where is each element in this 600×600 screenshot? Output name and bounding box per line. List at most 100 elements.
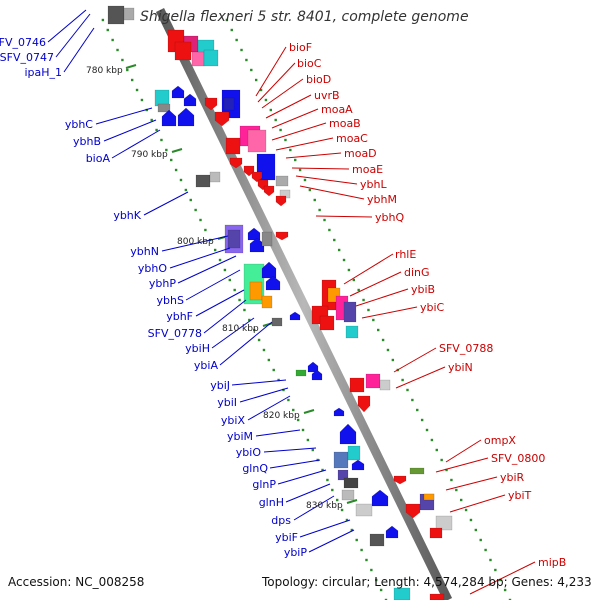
leader-line (361, 306, 418, 319)
scale-dot (230, 28, 233, 32)
gene-label-moaE[interactable]: moaE (352, 163, 383, 176)
gene-label-bioA[interactable]: bioA (86, 152, 111, 165)
scale-dot (101, 18, 105, 22)
gene-label-mipB[interactable]: mipB (538, 556, 566, 569)
gene-label-moaD[interactable]: moaD (344, 147, 377, 160)
gene-label-ybhQ[interactable]: ybhQ (375, 211, 404, 224)
gene-label-ybhO[interactable]: ybhO (138, 262, 167, 275)
scale-dot (335, 498, 339, 502)
scale-dot (179, 178, 183, 182)
gene-feature-arrow (265, 275, 281, 291)
scale-dot (243, 308, 246, 312)
gene-label-ybhN[interactable]: ybhN (130, 245, 159, 258)
gene-label-SFV_0800[interactable]: SFV_0800 (491, 452, 545, 465)
leader-line (291, 167, 350, 170)
scale-dot (264, 98, 268, 102)
gene-label-ybhM[interactable]: ybhM (367, 193, 397, 206)
scale-dot (160, 138, 163, 142)
leader-line (299, 519, 351, 538)
gene-label-ybhB[interactable]: ybhB (73, 135, 101, 148)
leader-line (161, 235, 229, 252)
scale-tick-mark (125, 64, 137, 69)
scale-dot (292, 408, 295, 412)
leader-line (308, 529, 355, 553)
gene-label-ompX[interactable]: ompX (484, 434, 516, 447)
scale-dot (225, 18, 229, 22)
gene-feature (275, 175, 289, 187)
gene-label-bioD[interactable]: bioD (306, 73, 331, 86)
leader-line (343, 253, 394, 285)
gene-label-dinG[interactable]: dinG (404, 266, 430, 279)
scale-dot (435, 448, 438, 452)
gene-label-ybhC[interactable]: ybhC (65, 118, 93, 131)
gene-label-SFV_0747[interactable]: SFV_0747 (0, 51, 54, 64)
gene-label-glnP[interactable]: glnP (252, 478, 276, 491)
gene-label-rhlE[interactable]: rhlE (395, 248, 416, 261)
leader-line (143, 191, 189, 216)
scale-tick-mark (303, 409, 315, 414)
gene-label-ybiX[interactable]: ybiX (221, 414, 246, 427)
gene-label-glnH[interactable]: glnH (259, 496, 284, 509)
gene-feature (429, 527, 443, 539)
gene-feature (333, 451, 349, 469)
gene-label-ybiC[interactable]: ybiC (420, 301, 445, 314)
scale-dot (337, 248, 341, 252)
gene-feature (154, 89, 170, 107)
leader-line (349, 271, 402, 297)
scale-dot (401, 378, 404, 382)
gene-label-ybiI[interactable]: ybiI (217, 396, 237, 409)
scale-dot (240, 48, 243, 52)
gene-label-moaB[interactable]: moaB (329, 117, 361, 130)
gene-label-SFV_0788[interactable]: SFV_0788 (439, 342, 493, 355)
scale-dot (213, 248, 217, 252)
gene-label-ybhK[interactable]: ybhK (113, 209, 141, 222)
gene-label-ybiO[interactable]: ybiO (236, 446, 262, 459)
scale-dot (262, 348, 266, 352)
scale-dot (269, 108, 273, 112)
gene-feature (191, 51, 205, 67)
genome-stats-text: Topology: circular; Length: 4,574,284 bp… (262, 575, 592, 589)
gene-label-ybiM[interactable]: ybiM (227, 430, 253, 443)
gene-label-SFV_0746[interactable]: SFV_0746 (0, 36, 46, 49)
leader-line (63, 27, 95, 73)
gene-label-ybiP[interactable]: ybiP (284, 546, 308, 559)
gene-label-bioF[interactable]: bioF (289, 41, 312, 54)
gene-label-dps[interactable]: dps (271, 514, 291, 527)
gene-label-bioC[interactable]: bioC (297, 57, 322, 70)
gene-label-ybhF[interactable]: ybhF (166, 310, 193, 323)
gene-label-ybiH[interactable]: ybiH (185, 342, 210, 355)
gene-label-ipaH_1[interactable]: ipaH_1 (24, 66, 62, 79)
gene-label-ybhP[interactable]: ybhP (149, 277, 176, 290)
gene-feature (369, 533, 385, 547)
scale-dot (223, 268, 227, 272)
gene-label-ybhS[interactable]: ybhS (157, 294, 184, 307)
gene-feature-arrow (357, 395, 371, 413)
scale-dot (328, 228, 331, 232)
gene-label-ybiT[interactable]: ybiT (508, 489, 532, 502)
gene-label-ybhL[interactable]: ybhL (360, 178, 387, 191)
scale-tick-label: 810 kbp (222, 324, 259, 334)
gene-label-ybiN[interactable]: ybiN (448, 361, 473, 374)
gene-label-uvrB[interactable]: uvrB (314, 89, 340, 102)
gene-label-ybiF[interactable]: ybiF (275, 531, 298, 544)
gene-feature (429, 593, 445, 600)
gene-label-ybiJ[interactable]: ybiJ (210, 379, 230, 392)
gene-label-glnQ[interactable]: glnQ (242, 462, 268, 475)
gene-label-moaA[interactable]: moaA (321, 103, 353, 116)
scale-dot (245, 58, 248, 62)
scale-dot (350, 528, 354, 532)
leader-line (261, 78, 304, 109)
gene-label-ybiA[interactable]: ybiA (194, 359, 219, 372)
gene-label-SFV_0778[interactable]: SFV_0778 (148, 327, 202, 340)
gene-label-moaC[interactable]: moaC (336, 132, 368, 145)
gene-label-ybiB[interactable]: ybiB (411, 283, 435, 296)
scale-tick-label: 800 kbp (177, 237, 214, 247)
scale-dot (254, 78, 258, 82)
scale-dot (121, 58, 124, 62)
leader-line (263, 447, 317, 453)
scale-dot (184, 188, 188, 192)
gene-feature (209, 171, 221, 183)
gene-label-ybiR[interactable]: ybiR (500, 471, 525, 484)
scale-dot (464, 508, 468, 512)
scale-dot (306, 438, 310, 442)
